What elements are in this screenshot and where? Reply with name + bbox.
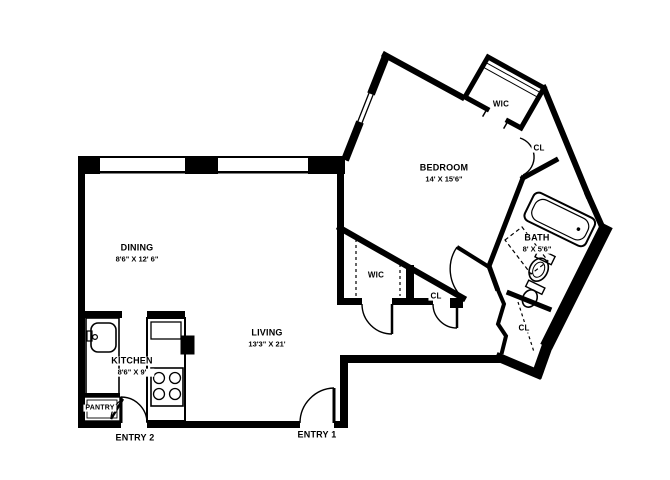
bathtub [523, 191, 597, 248]
bedroom-wing-walls [335, 50, 613, 380]
bedroom-door [449, 245, 491, 298]
cl-hall-door [432, 303, 459, 329]
bath-fixtures [504, 191, 597, 308]
refrigerator [180, 335, 195, 355]
wall-pier [185, 156, 218, 174]
entry1-door [299, 387, 336, 424]
stove [150, 367, 184, 407]
wic-hall-door [361, 303, 394, 335]
walls [78, 156, 500, 428]
shower-dashed-outline [504, 226, 549, 275]
kitchen-fixtures [83, 317, 195, 422]
toilet [521, 279, 546, 308]
pantry-shelves [83, 396, 121, 422]
entry2-door [119, 396, 148, 424]
diagonal-window-wall [341, 54, 390, 162]
kitchen-counter [85, 317, 120, 396]
cl-bedroom-door [519, 137, 535, 176]
upper-cabinet [150, 321, 182, 340]
kitchen-sink [86, 322, 117, 353]
doors [109, 137, 535, 424]
wall-pier [308, 156, 345, 174]
